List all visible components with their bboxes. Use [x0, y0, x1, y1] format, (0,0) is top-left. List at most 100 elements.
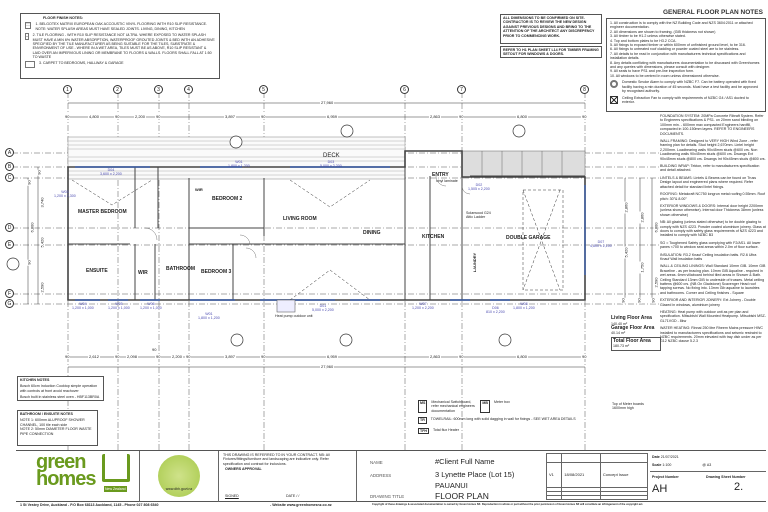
- heat-pump-label: Heat pump outdoor unit: [275, 314, 313, 318]
- spec-note: ROOFING: Metalcraft NC750 longrun metal …: [660, 192, 766, 201]
- window-size: 1,800 x 1,200: [198, 316, 220, 320]
- dimension-label: 90: [114, 354, 121, 359]
- drawing-title-label: DRAWING TITLE: [370, 494, 405, 499]
- room-laundry: LAUNDRY: [472, 252, 478, 273]
- dimension-label: 90: [26, 179, 32, 186]
- dimension-label: 90: [650, 297, 656, 304]
- finish-note-2: 2. TILE FLOORING - WITH R10 SLIP RESISTA…: [25, 33, 215, 59]
- grid-row-marker: A: [5, 148, 14, 157]
- floor-finish-title: FLOOR FINISH NOTES:: [43, 16, 83, 20]
- general-note: 8. Any details conflicting with manufact…: [610, 60, 760, 70]
- floor-finish-notes: FLOOR FINISH NOTES: 1. BELGOTEX MATRIX E…: [20, 13, 220, 79]
- dimension-label: 5,420: [39, 236, 45, 249]
- dimension-label: 90: [636, 297, 642, 304]
- spec-note: NB: All glazing (unless stated otherwise…: [660, 220, 766, 238]
- general-note: 9. All seals to have PS1 and pre-line in…: [610, 69, 695, 74]
- dimension-label: 90: [458, 114, 465, 119]
- window-size: 1,200 x 1,000: [140, 306, 162, 310]
- room-kitchen: KITCHEN: [422, 234, 445, 240]
- room-dining: DINING: [363, 230, 381, 236]
- dimension-label: 3,897: [224, 354, 237, 359]
- window-size: 4,800 x 2,100: [590, 244, 612, 248]
- meter-board-note: Top of Meter boards 1600mm high: [612, 402, 644, 411]
- window-id: D04: [107, 168, 115, 172]
- dimension-label: 2,863: [429, 354, 442, 359]
- spec-note: EXTERIOR WINDOWS & DOORS: Internal door …: [660, 203, 764, 217]
- dimension-label: 6,959: [326, 114, 339, 119]
- address-line2: PAUANUI: [435, 481, 468, 490]
- dimension-label: 90: [458, 354, 465, 359]
- client-name: #Client Full Name: [435, 457, 495, 466]
- smoke-alarm-icon: [610, 80, 618, 89]
- spec-note: FOUNDATION SYSTEM: 20MPa Concrete Ribraf…: [660, 114, 764, 136]
- house-logo-icon: [102, 454, 130, 482]
- finish-note-1: 1. BELGOTEX MATRIX EUROPEAN OAK ACCOUSTI…: [25, 22, 215, 31]
- dimension-label: 90: [151, 347, 158, 352]
- grid-column-marker: 2: [113, 85, 122, 94]
- dimension-label: 2,200: [171, 354, 184, 359]
- dimension-label: 2,200: [134, 114, 147, 119]
- overall-dimension: 27,960: [320, 364, 335, 369]
- room-ensuite: ENSUITE: [86, 268, 108, 274]
- overall-dimension: 27,960: [320, 100, 335, 105]
- finish-note-3: 3. CARPET TO BEDROOMS, HALLWAY & GARAGE: [25, 60, 215, 68]
- dimension-label: 2,612: [88, 354, 101, 359]
- room-entry: ENTRY: [432, 172, 449, 178]
- window-id: D06: [492, 306, 499, 310]
- general-note: 7. All details to be read in conjunction…: [610, 51, 746, 61]
- window-size: 1,200 x 1,000: [108, 306, 130, 310]
- window-id: W06: [147, 302, 155, 306]
- general-note: 1. All construction is to comply with th…: [610, 21, 753, 30]
- framing-note: REFER TO H1 PLAN SHEET L14 FOR TIMBER FR…: [500, 46, 602, 58]
- specification-notes: FOUNDATION SYSTEM: 20MPa Concrete Ribraf…: [660, 114, 766, 444]
- window-id: W03: [61, 190, 69, 194]
- grid-column-marker: 6: [400, 85, 409, 94]
- dimension-label: 5,420: [623, 246, 629, 259]
- drawing-title: FLOOR PLAN: [435, 491, 489, 501]
- address-label: ADDRESS: [370, 473, 392, 478]
- window-size: 1,200 x 2,200: [412, 306, 434, 310]
- green-homes-logo: green homes New Zealand: [36, 452, 134, 498]
- spec-note: WATER HEATING: Rinnai 250 litre Rheem Ma…: [660, 326, 763, 344]
- dimension-label: 6,800: [516, 114, 529, 119]
- window-size: 1,505 x 2,200: [468, 187, 490, 191]
- dimension-label: 90: [155, 114, 162, 119]
- bathroom-notes: BATHROOM / ENSUITE NOTES NOTE 1: 600mm A…: [17, 410, 98, 446]
- general-notes-box: 1. All construction is to comply with th…: [606, 18, 766, 112]
- dimension-label: 90: [64, 114, 71, 119]
- window-id: D07: [597, 240, 605, 244]
- window-id: W01: [205, 312, 213, 316]
- grid-row-marker: D: [5, 223, 14, 232]
- room-bedroom-3: BEDROOM 3: [201, 269, 232, 275]
- grid-column-marker: 5: [259, 85, 268, 94]
- general-note: 2. All dimensions are shown to framing. …: [610, 29, 716, 34]
- window-size: 1,800 x 1,200: [228, 164, 250, 168]
- grid-column-marker: 7: [457, 85, 466, 94]
- general-note: 10. All windows to be centred in room un…: [610, 73, 720, 78]
- entry-finish-label: vinyl laminate: [436, 179, 458, 183]
- window-size: 1,200 x 2,300: [54, 194, 76, 198]
- window-id: W04: [79, 302, 87, 306]
- date-info: Date 21/07/2021: [652, 455, 679, 459]
- footer-address: 1 St Vestey Drive, Auckland - P.O Box 68…: [20, 503, 159, 507]
- dimension-label: 90: [581, 114, 588, 119]
- dimension-label: 2,860: [639, 211, 645, 224]
- walls: [67, 150, 586, 301]
- footer-website[interactable]: - Website www.greenhomesnz.co.nz: [270, 503, 332, 507]
- section-markers: [6, 124, 526, 347]
- dimension-label: 4,800: [88, 114, 101, 119]
- name-label: NAME: [370, 460, 383, 465]
- vinyl-swatch-icon: [25, 22, 32, 30]
- window-id: D02: [475, 183, 483, 187]
- room-bathroom: BATHROOM: [166, 266, 196, 272]
